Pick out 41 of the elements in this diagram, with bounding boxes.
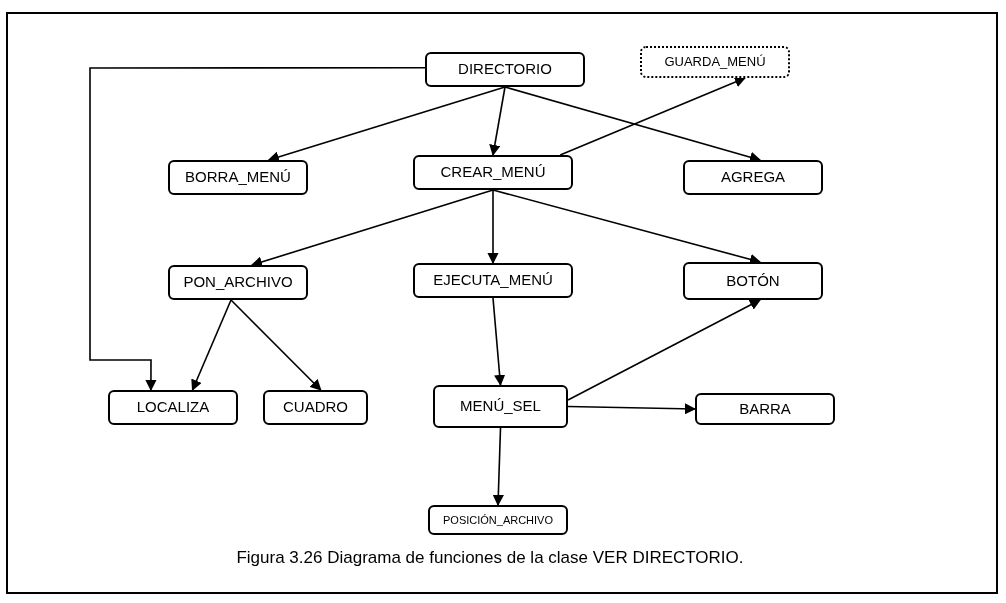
function-box [683, 262, 823, 300]
box-label: GUARDA_MENÚ [664, 53, 766, 72]
function-box [413, 155, 573, 190]
arrow [489, 86, 506, 157]
box-label: BORRA_MENÚ [185, 167, 291, 188]
function-box [640, 46, 790, 78]
arrow [492, 297, 506, 387]
box-label: CUADRO [283, 397, 348, 418]
arrow [559, 76, 747, 156]
arrow [567, 403, 697, 415]
box-label: BARRA [739, 398, 791, 419]
function-box [168, 265, 308, 300]
caption: Figura 3.26 Diagrama de funciones de la clase VER DIRECTORIO. [235, 547, 745, 569]
function-box [433, 385, 568, 428]
function-box [413, 263, 573, 298]
arrow [504, 86, 762, 163]
arrow [89, 66, 426, 392]
function-box [168, 160, 308, 195]
function-box [425, 52, 585, 87]
box-label: POSICIÓN_ARCHIVO [443, 512, 553, 528]
box-label: MENÚ_SEL [460, 396, 541, 417]
function-box [428, 505, 568, 535]
box-label: CREAR_MENÚ [440, 162, 546, 183]
function-box [263, 390, 368, 425]
function-box [683, 160, 823, 195]
arrow [230, 299, 322, 391]
arrow [492, 189, 762, 265]
box-label: AGREGA [720, 167, 786, 188]
arrow [250, 189, 494, 268]
arrow [191, 299, 232, 392]
function-box [695, 393, 835, 425]
box-label: DIRECTORIO [458, 59, 552, 80]
arrow [567, 299, 761, 401]
arrow [267, 86, 506, 163]
arrow [487, 189, 499, 265]
box-label: PON_ARCHIVO [183, 272, 293, 293]
box-label: EJECUTA_MENÚ [433, 270, 553, 291]
box-label: BOTÓN [726, 270, 780, 291]
box-label: LOCALIZA [136, 397, 210, 418]
function-box [108, 390, 238, 425]
arrow [492, 427, 504, 507]
